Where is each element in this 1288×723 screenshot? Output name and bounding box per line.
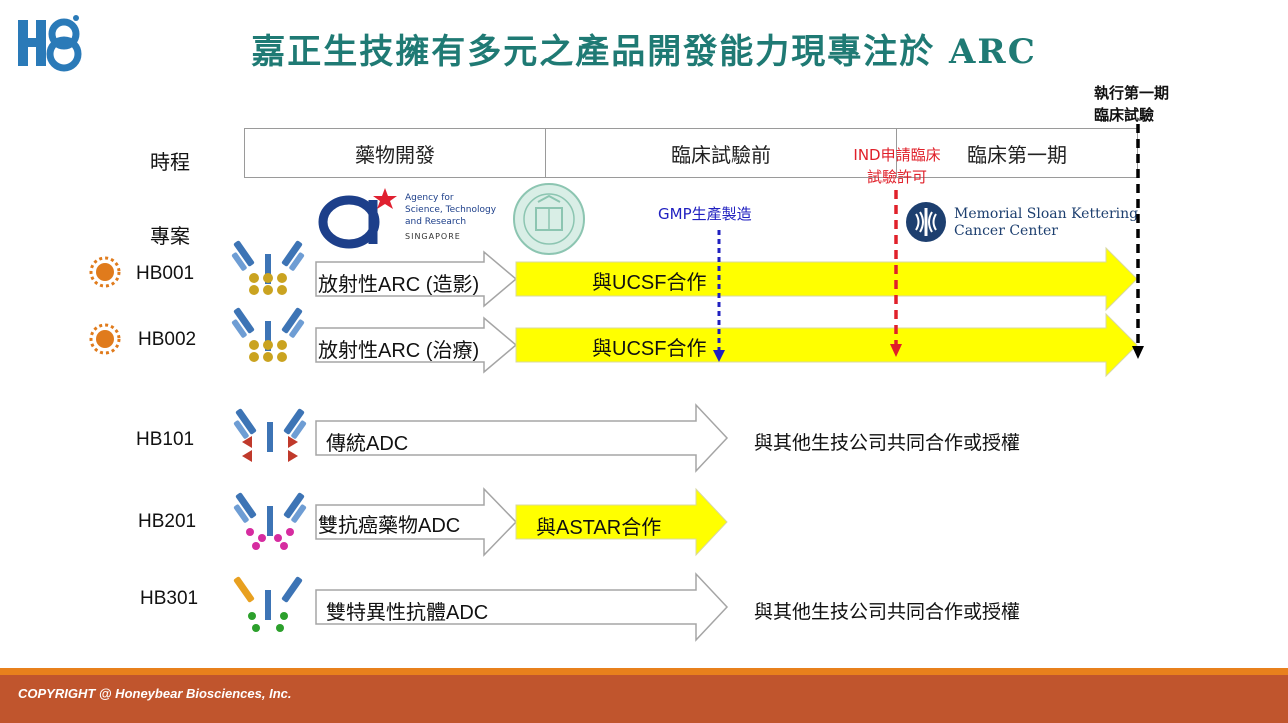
hb301-note: 與其他生技公司共同合作或授權 [754,601,1021,623]
project-id-hb201: HB201 [138,511,197,532]
phase-preclinical: 臨床試驗前 [545,128,897,178]
hb301-white-arrow [315,572,729,642]
hb201-description: 雙抗癌藥物ADC [318,515,461,537]
hb201-partner: 與ASTAR合作 [536,517,662,539]
milestone-phase1-label: 執行第一期 臨床試驗 [1094,84,1170,124]
honeybear-logo [14,10,88,72]
hb201-white-arrow [315,487,518,557]
copyright-text: COPYRIGHT @ Honeybear Biosciences, Inc. [18,686,292,701]
hb002-partner: 與UCSF合作 [592,338,707,360]
milestone-ind-label: IND申請臨床 試驗許可 [853,146,941,186]
hb001-white-arrow [315,250,518,308]
project-id-hb301: HB301 [140,588,199,609]
sun-icon-hb002 [89,323,121,355]
hb101-note: 與其他生技公司共同合作或授權 [754,432,1021,454]
hb101-description: 傳統ADC [326,433,409,455]
bispecific-adc-icon-hb301 [233,576,303,632]
sun-icon-hb001 [89,256,121,288]
hb201-yellow-arrow [515,487,728,557]
project-id-hb101: HB101 [136,429,195,450]
timeline-label: 時程 [150,150,190,174]
adc-antibody-icon-hb101 [233,408,307,462]
phase-drug-development: 藥物開發 [244,128,546,178]
footer-bar [0,675,1288,723]
mskcc-logo: Memorial Sloan Kettering Cancer Center [904,198,1144,248]
hb002-description: 放射性ARC (治療) [318,340,480,362]
hb001-partner: 與UCSF合作 [592,272,707,294]
footer-accent [0,668,1288,675]
radio-antibody-icon-hb002 [231,307,305,362]
phase-clinical-1: 臨床第一期 [896,128,1138,178]
project-id-hb001: HB001 [136,263,195,284]
hb001-description: 放射性ARC (造影) [318,274,480,296]
milestone-gmp-label: GMP生產製造 [658,205,752,223]
radio-antibody-icon-hb001 [231,240,305,295]
hb001-yellow-arrow [515,246,1138,312]
hb301-description: 雙特異性抗體ADC [326,602,489,624]
hb101-white-arrow [315,403,729,473]
hb002-yellow-arrow [515,312,1138,378]
project-id-hb002: HB002 [138,329,197,350]
slide-title: 嘉正生技擁有多元之產品開發能力現專注於 ARC [251,32,1037,72]
projects-label: 專案 [150,224,190,248]
bispecific-antibody-icon-hb201 [233,492,307,550]
hb002-white-arrow [315,316,518,374]
university-seal [512,182,586,256]
astar-logo: Agency for Science, Technology and Resea… [315,186,515,250]
